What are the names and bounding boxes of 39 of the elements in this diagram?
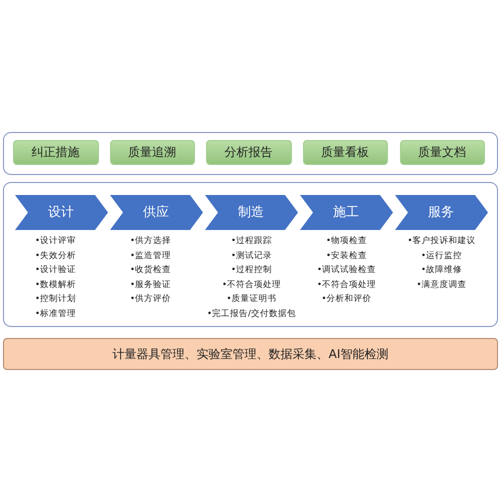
list-item: •不符合项处理 [316,280,376,290]
list-item: •监造管理 [130,250,172,260]
list-item: •运行监控 [420,250,462,260]
phase-block: 设计 [14,194,108,230]
panel-frame [3,132,498,175]
list-item: •分析和评价 [321,294,372,304]
phase-block: 施工 [300,194,392,230]
module-button: 纠正措施 [12,140,98,164]
list-item: •服务验证 [130,280,172,290]
list-item: •完工报告/交付数据包 [207,308,296,318]
list-item: •调试试验检查 [316,265,376,275]
list-item: •控制计划 [35,294,76,304]
list-item: •收货检查 [130,265,172,275]
list-item: •标准管理 [35,308,76,318]
bottom-band: 计量器具管理、实验室管理、数据采集、AI智能检测 [3,338,498,370]
list-item: •安装检查 [326,250,367,260]
phase-block: 服务 [394,194,488,230]
module-button: 质量文档 [400,140,484,164]
list-item: •失效分析 [35,250,76,260]
list-item: •满意度调查 [416,280,466,290]
list-item: •质量证明书 [226,294,276,304]
list-item: •客户投诉和建议 [407,236,476,246]
list-item: •数模解析 [35,280,76,290]
module-button: 质量追溯 [110,140,194,164]
list-item: •测试记录 [230,250,272,260]
list-item: •设计验证 [35,265,76,275]
list-item: •故障维修 [420,265,462,275]
module-button: 质量看板 [302,140,388,164]
phase-block: 供应 [110,194,202,230]
list-item: •物项检查 [326,236,367,246]
module-button: 分析报告 [206,140,292,164]
list-item: •不符合项处理 [222,280,281,290]
list-item: •过程控制 [230,265,272,275]
list-item: •设计评审 [35,236,76,246]
list-item: •过程跟踪 [230,236,272,246]
list-item: •供方选择 [130,236,172,246]
panel-frame [3,182,498,327]
phase-block: 制造 [204,194,298,230]
list-item: •供方评价 [130,294,172,304]
